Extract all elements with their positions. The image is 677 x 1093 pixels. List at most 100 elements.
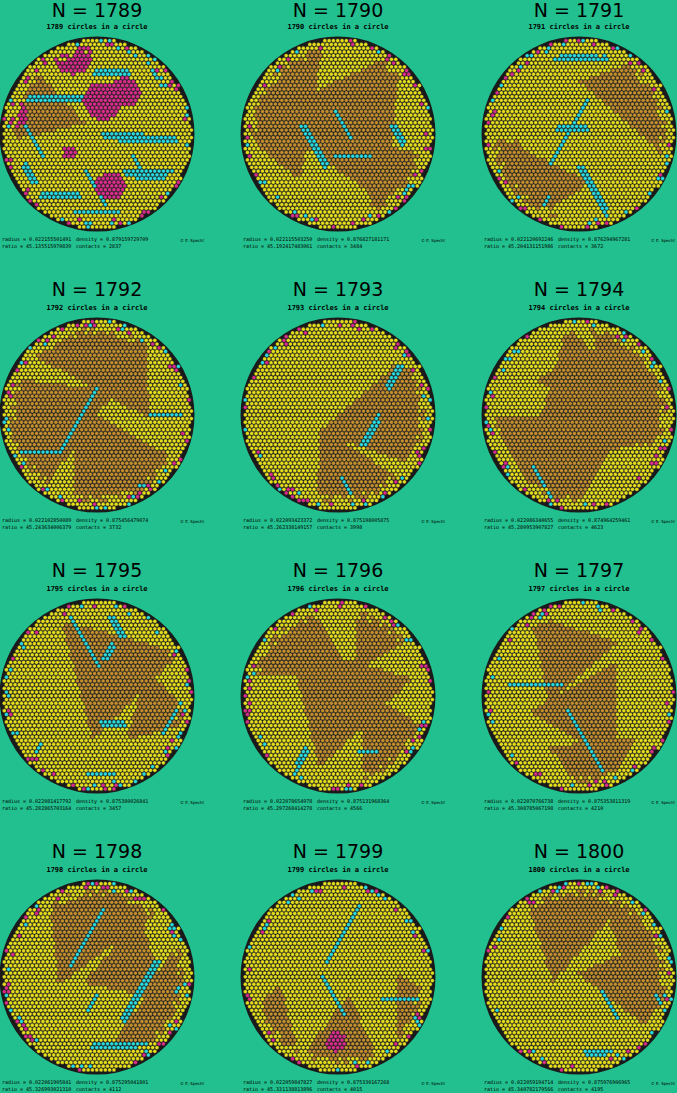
packed-circle	[22, 121, 26, 125]
packed-circle	[82, 173, 86, 177]
packed-circle	[99, 69, 103, 73]
packed-circle	[121, 61, 125, 65]
packed-circle	[125, 69, 129, 73]
packed-circle	[108, 195, 112, 199]
packed-circle	[157, 95, 161, 99]
packed-circle	[93, 80, 97, 84]
packed-circle	[155, 113, 159, 117]
packed-circle	[76, 65, 80, 69]
packed-circle	[134, 106, 138, 110]
packed-circle	[149, 117, 153, 121]
packed-circle	[28, 154, 32, 158]
packed-circle	[110, 95, 114, 99]
packed-circle	[164, 143, 168, 147]
packed-circle	[50, 147, 54, 151]
packed-circle	[131, 154, 135, 158]
packed-circle	[138, 128, 142, 132]
packed-circle	[93, 124, 97, 128]
packed-circle	[106, 184, 110, 188]
packed-circle	[123, 57, 127, 61]
packed-circle	[136, 132, 140, 136]
packed-circle	[65, 76, 69, 80]
packed-circle	[146, 69, 150, 73]
packed-circle	[110, 199, 114, 203]
packed-circle	[146, 76, 150, 80]
packed-circle	[140, 206, 144, 210]
packed-circle	[403, 65, 407, 69]
packed-circle	[125, 203, 129, 207]
packed-circle	[116, 84, 120, 88]
packed-circle	[131, 117, 135, 121]
packed-circle	[274, 65, 278, 69]
packed-circle	[129, 143, 133, 147]
packed-circle	[56, 180, 60, 184]
packed-circle	[129, 203, 133, 207]
packed-circle	[103, 180, 107, 184]
packed-circle	[153, 169, 157, 173]
packed-circle	[129, 195, 133, 199]
packed-circle	[60, 158, 64, 162]
packed-circle	[269, 72, 273, 76]
packed-circle	[11, 169, 15, 173]
packed-circle	[67, 199, 71, 203]
packed-circle	[164, 84, 168, 88]
packed-circle	[284, 54, 288, 58]
packed-circle	[106, 80, 110, 84]
packed-circle	[110, 139, 114, 143]
packed-circle	[344, 54, 348, 58]
packed-circle	[56, 136, 60, 140]
packed-circle	[50, 132, 54, 136]
packed-circle	[155, 91, 159, 95]
packed-circle	[321, 43, 325, 47]
packed-circle	[349, 46, 353, 50]
packed-circle	[114, 72, 118, 76]
packed-circle	[95, 203, 99, 207]
packed-circle	[103, 121, 107, 125]
packed-circle	[41, 102, 45, 106]
packed-circle	[52, 91, 56, 95]
packed-circle	[84, 102, 88, 106]
packed-circle	[26, 143, 30, 147]
packed-circle	[121, 165, 125, 169]
packed-circle	[39, 91, 43, 95]
packed-circle	[41, 154, 45, 158]
packed-circle	[286, 57, 290, 61]
packed-circle	[99, 210, 103, 214]
packed-circle	[170, 95, 174, 99]
packed-circle	[69, 203, 73, 207]
packed-circle	[88, 169, 92, 173]
packed-circle	[153, 199, 157, 203]
packed-circle	[24, 87, 28, 91]
packed-circle	[45, 87, 49, 91]
packed-circle	[144, 184, 148, 188]
packed-circle	[183, 147, 187, 151]
packed-circle	[91, 195, 95, 199]
packed-circle	[136, 65, 140, 69]
packed-circle	[112, 113, 116, 117]
packed-circle	[149, 191, 153, 195]
packed-circle	[159, 165, 163, 169]
packed-circle	[54, 184, 58, 188]
packed-circle	[121, 218, 125, 222]
packed-circle	[101, 214, 105, 218]
packed-circle	[84, 206, 88, 210]
packed-circle	[95, 69, 99, 73]
packed-circle	[95, 225, 99, 229]
packed-circle	[379, 54, 383, 58]
packed-circle	[174, 110, 178, 114]
packed-circle	[52, 180, 56, 184]
packed-circle	[114, 65, 118, 69]
packed-circle	[116, 218, 120, 222]
packed-circle	[63, 132, 67, 136]
packed-circle	[71, 117, 75, 121]
packed-circle	[41, 117, 45, 121]
packed-circle	[396, 69, 400, 73]
packed-circle	[282, 57, 286, 61]
packed-circle	[80, 147, 84, 151]
packed-circle	[166, 95, 170, 99]
packed-circle	[37, 191, 41, 195]
packed-circle	[43, 143, 47, 147]
packed-circle	[22, 113, 26, 117]
packed-circle	[15, 177, 19, 181]
packed-circle	[26, 121, 30, 125]
